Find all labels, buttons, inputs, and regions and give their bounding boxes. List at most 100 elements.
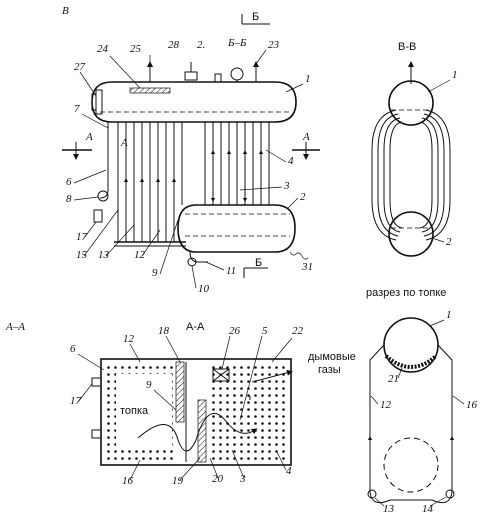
section-aa-left: А–А (5, 321, 25, 333)
callout-number: 15 (76, 249, 88, 261)
callout-number: 12 (134, 249, 146, 261)
fs-callouts: 1 21 12 16 13 14 (370, 309, 478, 515)
callout-number: 19 (172, 475, 184, 487)
callout-number: 11 (226, 265, 236, 277)
drum-manhole-cap (91, 93, 97, 111)
callout-number: 26 (229, 325, 241, 337)
callout-number: 14 (422, 503, 434, 515)
callout-number: 12 (380, 399, 392, 411)
aa-callouts: 12 18 26 5 22 6 9 17 16 19 20 3 4 (70, 325, 304, 487)
side-lower-drum (388, 211, 434, 257)
side-loop-6 (423, 113, 445, 237)
callout-number: 8 (66, 193, 72, 205)
section-bb-top: Б–Б (227, 37, 247, 49)
callout-number: 22 (292, 325, 304, 337)
side-loop-1 (371, 109, 397, 241)
fs-refractory-21 (384, 354, 438, 369)
aa-furnace-space (116, 374, 172, 450)
arrow-a-inner: А (120, 137, 128, 149)
callout-number: 17 (70, 395, 82, 407)
callout-number: 1 (305, 73, 311, 85)
fs-lower-drum-dashed (383, 437, 439, 493)
section-aa-view: А–А А-А топка дымовые газы 12 18 26 (5, 321, 356, 487)
view-label-v: В (62, 5, 69, 17)
furnace-label: топка (120, 405, 149, 417)
callout-number: 23 (268, 39, 280, 51)
callout-number: 25 (130, 43, 142, 55)
section-b-top-small: Б (252, 11, 259, 23)
section-aa-center: А-А (186, 321, 205, 333)
aa-stub-17 (91, 377, 102, 387)
side-loop-3 (383, 117, 401, 233)
callout-number: 27 (74, 61, 86, 73)
aa-stub-lower (91, 429, 102, 439)
callout-number: 13 (383, 503, 395, 515)
side-loop-8 (419, 121, 433, 229)
callout-number: 6 (66, 176, 72, 188)
arrow-a-right: А (302, 131, 310, 143)
side-loop-5 (425, 109, 451, 241)
aa-convective-dots (210, 362, 288, 462)
callout-number: 17 (76, 231, 88, 243)
callout-number: 16 (466, 399, 478, 411)
callout-number: 31 (301, 261, 313, 273)
fitting-17 (93, 209, 103, 223)
drum-manhole-flange (95, 89, 103, 115)
flue-gases-label-1: дымовые (308, 351, 356, 363)
callout-number: 24 (97, 43, 109, 55)
fs-bottom-header (369, 491, 453, 504)
elevation-view: В Б Б–Б (62, 5, 320, 295)
collector-8 (97, 190, 109, 202)
callout-number: 2 (300, 191, 306, 203)
callout-number: 4 (288, 155, 294, 167)
callout-number: 10 (198, 283, 210, 295)
flue-gases-label-2: газы (318, 364, 341, 376)
callout-number: 9 (152, 267, 158, 279)
callout-number: 5 (262, 325, 268, 337)
callout-number: 20 (212, 473, 224, 485)
gas-flow-path (137, 412, 258, 452)
convective-tubes (204, 122, 270, 205)
blowdown-line-11 (189, 251, 208, 263)
callout-number: 1 (452, 69, 458, 81)
callout-number: 2 (446, 236, 452, 248)
callout-number: 4 (286, 465, 292, 477)
flow-arrows (123, 149, 264, 203)
furnace-section-title: разрез по топке (366, 287, 446, 299)
downcomer-6 (99, 122, 109, 199)
section-b-bottom: Б (255, 257, 262, 269)
callout-number: 6 (70, 343, 76, 355)
callout-number: 12 (123, 333, 135, 345)
arrow-a-left: А (85, 131, 93, 143)
callout-number: 3 (239, 473, 246, 485)
callout-number: 3 (283, 180, 290, 192)
fs-collector-13 (367, 489, 377, 499)
furnace-section-view: разрез по топке 1 21 12 16 13 14 (366, 287, 478, 515)
fs-collector-14 (445, 489, 455, 499)
baffle-19 (197, 399, 207, 463)
elevation-callouts: 24 25 28 2. 23 27 1 7 6 8 17 15 13 12 9 (66, 39, 313, 295)
upper-drum (91, 81, 297, 123)
valve-28 (184, 71, 198, 81)
side-view-title: В-В (398, 41, 416, 53)
callout-number: 7 (74, 103, 80, 115)
callout-number: 1 (446, 309, 452, 321)
callout-number: 9 (146, 379, 152, 391)
fitting-2 (214, 73, 222, 83)
callout-number: 18 (158, 325, 170, 337)
callout-number: 16 (122, 475, 134, 487)
separator-device (129, 87, 171, 94)
side-view-bb: В-В 1 2 (371, 41, 458, 257)
gas-exit-arrow (251, 369, 293, 383)
aa-casing (100, 358, 292, 466)
callout-number: 21 (388, 373, 399, 385)
fs-upper-drum (383, 317, 439, 373)
fs-tube-left-12 (369, 344, 385, 492)
side-loop-7 (421, 117, 439, 233)
lower-drum (177, 204, 296, 253)
fs-tube-right-16 (437, 344, 453, 492)
callout-number: 28 (168, 39, 180, 51)
burner-26 (212, 368, 230, 382)
